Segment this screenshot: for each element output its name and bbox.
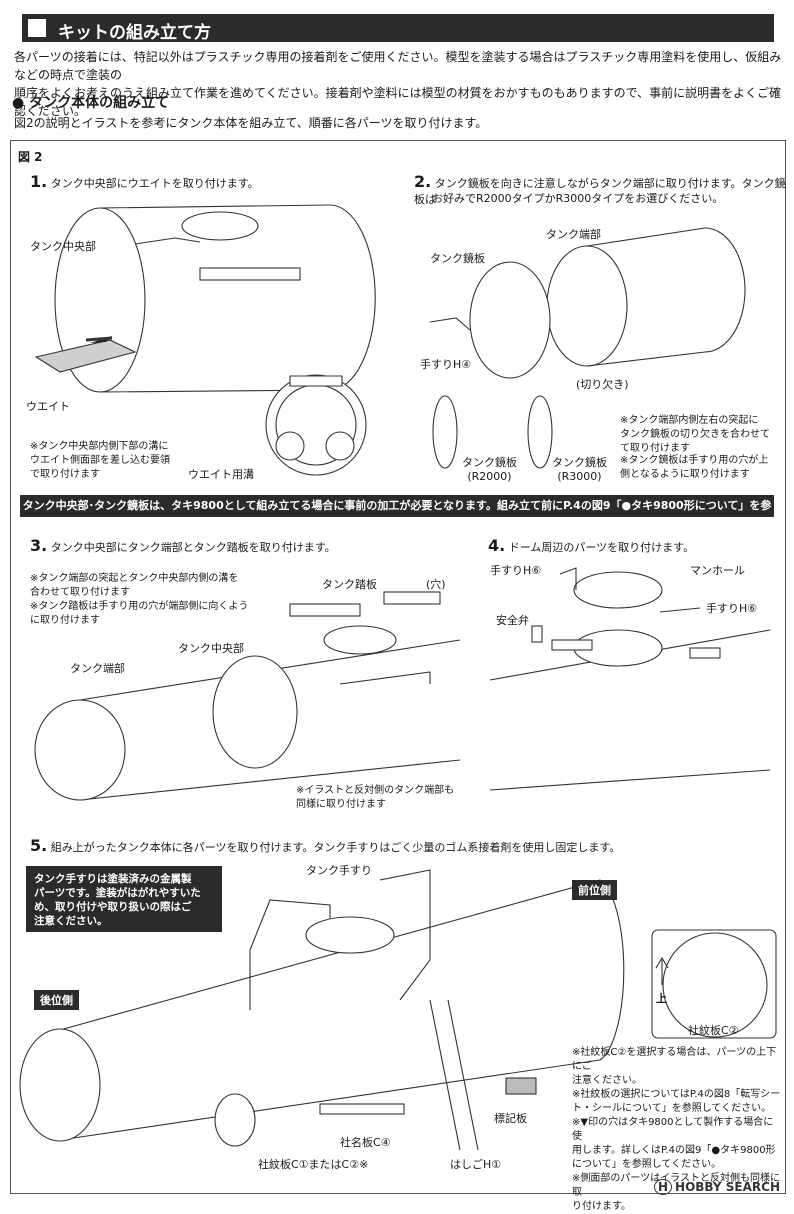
step4-dome-drawing bbox=[489, 567, 771, 791]
step3-text: タンク中央部にタンク端部とタンク踏板を取り付けます。 bbox=[50, 541, 336, 554]
step4-label-valve: 安全弁 bbox=[496, 614, 529, 627]
step5-label-plateC2: 社紋板C② bbox=[688, 1024, 739, 1037]
step5-note-line: ※側面部のパーツはイラストと反対側も同様に取 bbox=[572, 1173, 780, 1198]
step4-text: ドーム周辺のパーツを取り付けます。 bbox=[508, 541, 695, 554]
step5-note-line: り付けます。 bbox=[572, 1201, 631, 1212]
step4-number: 4. bbox=[488, 536, 506, 555]
step5-label-emblem: 社紋板C①またはC②※ bbox=[258, 1158, 369, 1171]
page-title: キットの組み立て方 bbox=[58, 23, 211, 43]
step2-note-1: ※タンク端部内側左右の突起に タンク鏡板の切り欠きを合わせて て取り付けます bbox=[620, 415, 770, 454]
step5-note-line: ※社紋板の選択についてはP.4の図8「転写シー bbox=[572, 1089, 781, 1100]
step2-label-end: タンク端部 bbox=[546, 228, 601, 241]
step4-heading: 4. ドーム周辺のパーツを取り付けます。 bbox=[488, 536, 694, 555]
step5-label-ladder: はしごH① bbox=[450, 1158, 502, 1171]
step1-groove-detail bbox=[265, 374, 367, 476]
rear-side-tag: 後位側 bbox=[34, 990, 79, 1010]
step5-label-up: 上 bbox=[656, 992, 667, 1005]
step4-label-handrail-a: 手すりH⑥ bbox=[490, 564, 542, 577]
step5-number: 5. bbox=[30, 836, 48, 855]
step3-tank-drawing bbox=[34, 591, 461, 801]
front-side-tag: 前位側 bbox=[572, 880, 617, 900]
step2-label-handrail: 手すりH④ bbox=[420, 358, 472, 371]
warning-banner: タンク中央部･タンク鏡板は、タキ9800として組み立てる場合に事前の加工が必要と… bbox=[20, 495, 774, 534]
step5-label-marker: 標記板 bbox=[494, 1112, 527, 1125]
step1-number: 1. bbox=[30, 172, 48, 191]
watermark-text: HOBBY SEARCH bbox=[675, 1180, 780, 1194]
step5-note-line: について」を参照してください。 bbox=[572, 1159, 722, 1170]
step2-text-1: タンク鏡板を向きに注意しながらタンク端部に取り付けます。タンク鏡板は bbox=[414, 177, 786, 206]
step4-label-handrail-b: 手すりH⑥ bbox=[706, 602, 758, 615]
step5-label-handrail: タンク手すり bbox=[306, 864, 372, 877]
step3-heading: 3. タンク中央部にタンク端部とタンク踏板を取り付けます。 bbox=[30, 536, 336, 555]
step2-label-r3000: タンク鏡板 (R3000) bbox=[552, 456, 607, 483]
section-title: ● タンク本体の組み立て bbox=[12, 95, 170, 111]
step3-number: 3. bbox=[30, 536, 48, 555]
step3-note-2: ※タンク踏板は手すり用の穴が端部側に向くよう に取り付けます bbox=[30, 601, 249, 626]
step3-note-1: ※タンク端部の突起とタンク中央部内側の溝を 合わせて取り付けます bbox=[30, 573, 239, 598]
section-header: キットの組み立て方 bbox=[22, 14, 774, 43]
step1-label-groove: ウエイト用溝 bbox=[188, 468, 254, 481]
step5-text: 組み上がったタンク本体に各パーツを取り付けます。タンク手すりはごく少量のゴム系接… bbox=[50, 841, 621, 854]
step2-label-plate: タンク鏡板 bbox=[430, 252, 485, 265]
step5-notes: ※社紋板C②を選択する場合は、パーツの上下にご 注意ください。 ※社紋板の選択に… bbox=[572, 1046, 782, 1214]
step3-label-center: タンク中央部 bbox=[178, 642, 244, 655]
step3-label-end: タンク端部 bbox=[70, 662, 125, 675]
step3-note-3: ※イラストと反対側のタンク端部も 同様に取り付けます bbox=[296, 785, 455, 810]
step2-text-2: お好みでR2000タイプかR3000タイプをお選びください。 bbox=[432, 192, 724, 205]
step5-heading: 5. 組み上がったタンク本体に各パーツを取り付けます。タンク手すりはごく少量のゴ… bbox=[30, 836, 620, 855]
step2-heading: 2. タンク鏡板を向きに注意しながらタンク端部に取り付けます。タンク鏡板は bbox=[414, 172, 794, 207]
step5-tank-drawing bbox=[19, 869, 777, 1151]
step5-note-line: 用します。詳しくはP.4の図9「●タキ9800形 bbox=[572, 1145, 776, 1156]
step1-note: ※タンク中央部内側下部の溝に ウエイト側面部を差し込む要領 で取り付けます bbox=[30, 441, 170, 480]
step1-text: タンク中央部にウエイトを取り付けます。 bbox=[50, 177, 259, 190]
step5-note-line: ※社紋板C②を選択する場合は、パーツの上下にご bbox=[572, 1047, 777, 1072]
step4-label-manhole: マンホール bbox=[690, 564, 745, 577]
step2-label-notch: (切り欠き) bbox=[576, 378, 629, 391]
step2-note-2: ※タンク鏡板は手すり用の穴が上 側となるように取り付けます bbox=[620, 455, 769, 480]
step1-tank-center-drawing bbox=[34, 204, 376, 393]
step5-note-line: 注意ください。 bbox=[572, 1075, 642, 1086]
step1-heading: 1. タンク中央部にウエイトを取り付けます。 bbox=[30, 172, 259, 191]
step2-tank-end-drawing bbox=[429, 227, 746, 469]
step5-note-line: ト・シールについて」を参照してください。 bbox=[572, 1103, 772, 1114]
step1-label-center: タンク中央部 bbox=[30, 240, 96, 253]
step1-label-weight: ウエイト bbox=[26, 400, 70, 413]
intro-line-2: 順序をよくお考えのうえ組み立て作業を進めてください。接着剤や塗料には模型の材質を… bbox=[14, 86, 782, 118]
figure-label: 図 2 bbox=[18, 150, 43, 164]
intro-text: 各パーツの接着には、特記以外はプラスチック専用の接着剤をご使用ください。模型を塗… bbox=[14, 48, 784, 120]
step2-label-r2000: タンク鏡板 (R2000) bbox=[462, 456, 517, 483]
step3-label-hole: (穴) bbox=[426, 578, 446, 591]
step5-note-line: ※▼印の穴はタキ9800として製作する場合に使 bbox=[572, 1117, 774, 1142]
section-description: 図2の説明とイラストを参考にタンク本体を組み立て、順番に各パーツを取り付けます。 bbox=[14, 116, 488, 130]
intro-line-1: 各パーツの接着には、特記以外はプラスチック専用の接着剤をご使用ください。模型を塗… bbox=[14, 50, 782, 82]
header-square-icon bbox=[28, 19, 46, 37]
watermark-logo-icon: H bbox=[653, 1179, 673, 1195]
figure-frame bbox=[10, 140, 786, 1194]
step2-number: 2. bbox=[414, 172, 432, 191]
step5-callout: タンク手すりは塗装済みの金属製 パーツです。塗装がはがれやすいた め、取り付けや… bbox=[26, 866, 222, 932]
step3-label-step: タンク踏板 bbox=[322, 578, 377, 591]
step5-label-nameplate: 社名板C④ bbox=[340, 1136, 391, 1149]
